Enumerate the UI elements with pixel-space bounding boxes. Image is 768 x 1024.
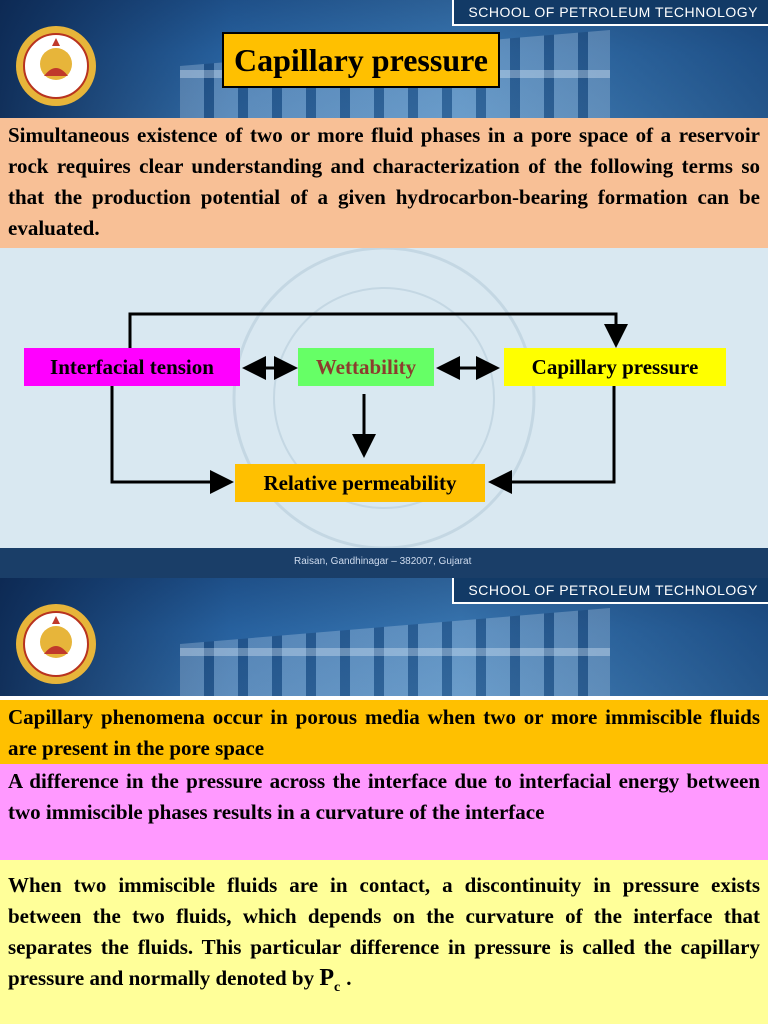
interfacial-tension-box: Interfacial tension bbox=[24, 348, 240, 386]
diagram-connectors bbox=[110, 312, 628, 494]
school-name-2: SCHOOL OF PETROLEUM TECHNOLOGY bbox=[452, 578, 768, 604]
header-banner: SCHOOL OF PETROLEUM TECHNOLOGY Capillary… bbox=[0, 0, 768, 118]
university-logo-icon-2 bbox=[16, 604, 96, 684]
capillary-pressure-box: Capillary pressure bbox=[504, 348, 726, 386]
university-logo-icon bbox=[16, 26, 96, 106]
intro-paragraph: Simultaneous existence of two or more fl… bbox=[0, 118, 768, 248]
banner-building-stripe-2 bbox=[180, 648, 610, 656]
diagram-area: Interfacial tension Wettability Capillar… bbox=[0, 248, 768, 548]
paragraph-pressure-difference: A difference in the pressure across the … bbox=[0, 764, 768, 860]
relative-permeability-box: Relative permeability bbox=[235, 464, 485, 502]
header-banner-2: SCHOOL OF PETROLEUM TECHNOLOGY bbox=[0, 578, 768, 696]
wettability-box: Wettability bbox=[298, 348, 434, 386]
pc-symbol: Pc bbox=[319, 965, 341, 995]
paragraph-capillary-phenomena: Capillary phenomena occur in porous medi… bbox=[0, 700, 768, 764]
diagram-watermark-icon bbox=[232, 248, 536, 548]
school-name: SCHOOL OF PETROLEUM TECHNOLOGY bbox=[452, 0, 768, 26]
definition-period: . bbox=[346, 966, 352, 990]
footer-address: Raisan, Gandhinagar – 382007, Gujarat bbox=[294, 556, 472, 567]
definition-text: When two immiscible fluids are in contac… bbox=[8, 873, 760, 990]
slide-1: SCHOOL OF PETROLEUM TECHNOLOGY Capillary… bbox=[0, 0, 768, 578]
slide-footer: Raisan, Gandhinagar – 382007, Gujarat bbox=[0, 548, 768, 578]
paragraph-capillary-definition: When two immiscible fluids are in contac… bbox=[0, 860, 768, 1024]
page-title: Capillary pressure bbox=[222, 32, 500, 88]
slide-2: SCHOOL OF PETROLEUM TECHNOLOGY Capillary… bbox=[0, 578, 768, 1024]
